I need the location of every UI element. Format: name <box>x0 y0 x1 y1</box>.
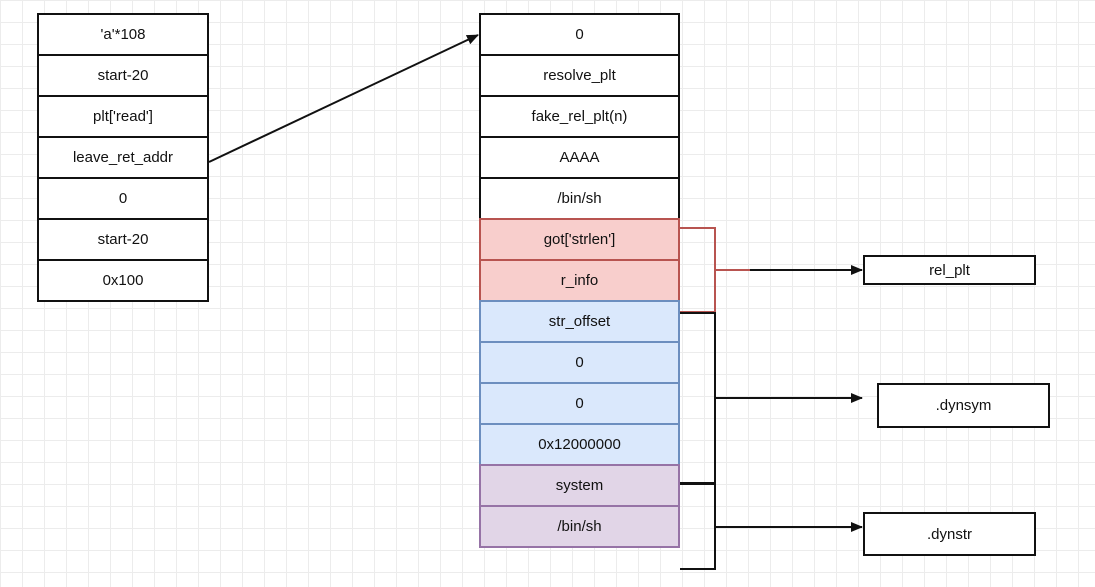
left-cell-start-20-second: start-20 <box>37 218 209 261</box>
dynsym-box: .dynsym <box>877 383 1050 428</box>
sym-cell-zero-b: 0 <box>479 382 680 425</box>
left-stack: 'a'*108 start-20 plt['read'] leave_ret_a… <box>37 13 209 302</box>
right-cell-bin-sh: /bin/sh <box>479 177 680 220</box>
left-cell-zero: 0 <box>37 177 209 220</box>
left-cell-leave-ret-addr: leave_ret_addr <box>37 136 209 179</box>
right-cell-resolve-plt: resolve_plt <box>479 54 680 97</box>
rel-cell-r-info: r_info <box>479 259 680 302</box>
arrow-leave-ret-to-stack <box>208 34 479 163</box>
str-cell-system: system <box>479 464 680 507</box>
left-cell-padding: 'a'*108 <box>37 13 209 56</box>
bracket-rel-group <box>680 227 716 313</box>
left-cell-start-20: start-20 <box>37 54 209 97</box>
right-cell-zero: 0 <box>479 13 680 56</box>
dynstr-box: .dynstr <box>863 512 1036 556</box>
left-cell-size: 0x100 <box>37 259 209 302</box>
right-cell-fake-rel-plt: fake_rel_plt(n) <box>479 95 680 138</box>
bracket-str-group <box>680 483 716 570</box>
sym-cell-zero-a: 0 <box>479 341 680 384</box>
bracket-sym-group <box>680 312 716 484</box>
sym-cell-str-offset: str_offset <box>479 300 680 343</box>
right-stack: 0 resolve_plt fake_rel_plt(n) AAAA /bin/… <box>479 13 680 548</box>
rel-plt-box: rel_plt <box>863 255 1036 285</box>
sym-cell-info: 0x12000000 <box>479 423 680 466</box>
rel-cell-got-strlen: got['strlen'] <box>479 218 680 261</box>
left-cell-plt-read: plt['read'] <box>37 95 209 138</box>
str-cell-bin-sh: /bin/sh <box>479 505 680 548</box>
right-cell-aaaa: AAAA <box>479 136 680 179</box>
